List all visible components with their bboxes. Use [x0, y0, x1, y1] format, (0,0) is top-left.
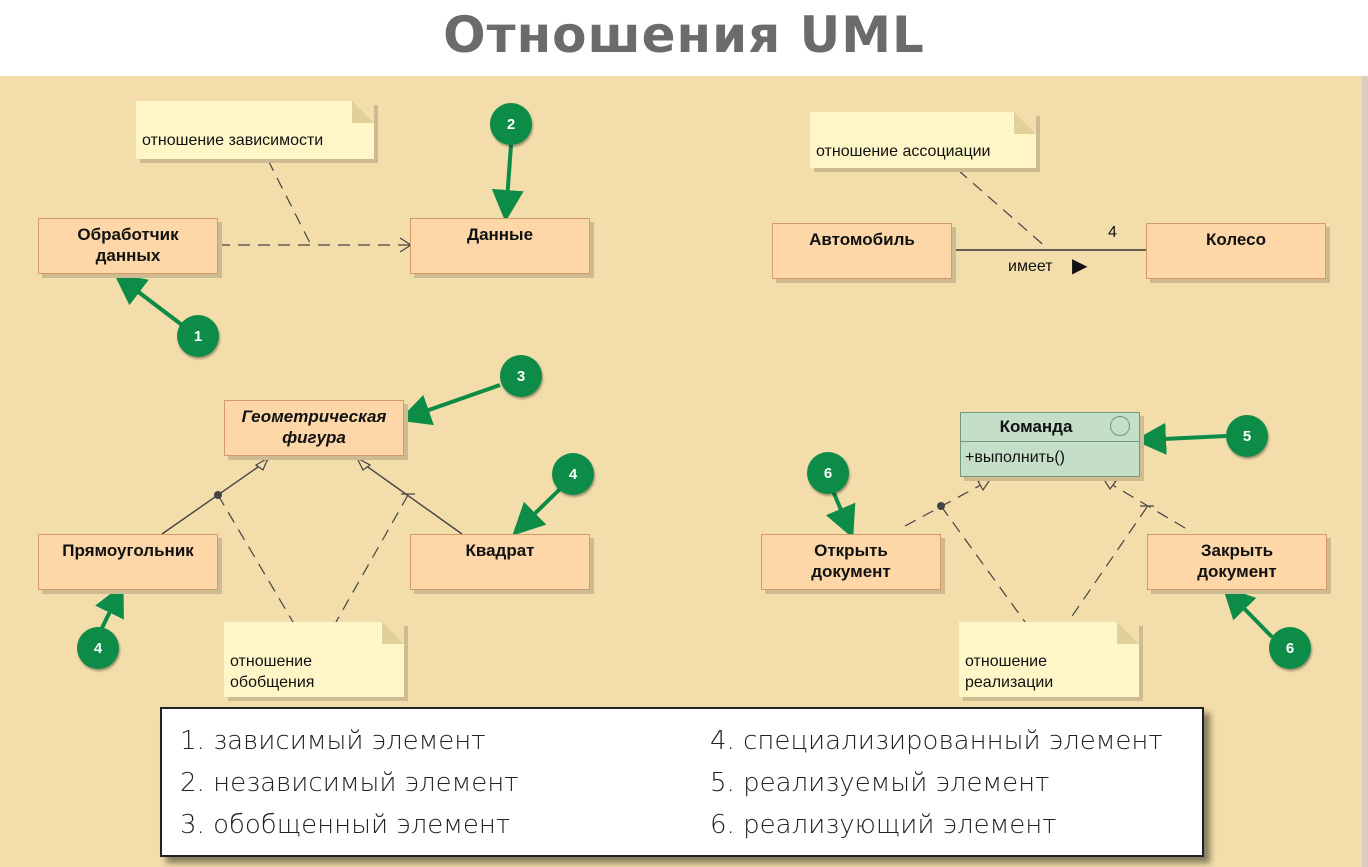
interface-header: Команда	[961, 413, 1139, 442]
badge-3: 3	[500, 355, 542, 397]
realization-line-right	[1103, 479, 1186, 529]
title-bar: Отношения UML	[0, 0, 1368, 76]
legend-item-5: 5. реализуемый элемент	[710, 768, 1050, 798]
legend-item-3: 3. обобщенный элемент	[180, 810, 511, 840]
note-realization: отношение реализации	[959, 622, 1139, 697]
class-data-handler[interactable]: Обработчик данных	[38, 218, 218, 274]
badge-1: 1	[177, 315, 219, 357]
note-anchor-association	[957, 169, 1049, 250]
generalization-head-right	[355, 456, 372, 471]
interface-circle-icon	[1110, 416, 1130, 436]
note-realization-text: отношение реализации	[965, 653, 1054, 691]
note-association-text: отношение ассоциации	[816, 143, 991, 160]
class-open-document[interactable]: Открыть документ	[761, 534, 941, 590]
note-fold	[1014, 112, 1036, 134]
note-fold	[352, 101, 374, 123]
note-dependency: отношение зависимости	[136, 101, 374, 159]
note-anchor-generalization-a	[217, 494, 294, 623]
pointer-arrow-4a	[512, 487, 562, 536]
badge-5: 5	[1226, 415, 1268, 457]
legend-box: 1. зависимый элемент 2. независимый элем…	[160, 707, 1204, 857]
pointer-arrow-6a	[825, 490, 856, 539]
page-title: Отношения UML	[443, 6, 925, 64]
note-generalization: отношение обобщения	[224, 622, 404, 697]
interface-command[interactable]: Команда +выполнить()	[960, 412, 1140, 477]
class-geometric-figure[interactable]: Геометрическая фигура	[224, 400, 404, 456]
association-role: имеет	[1008, 258, 1053, 275]
legend-item-6: 6. реализующий элемент	[710, 810, 1057, 840]
note-dependency-text: отношение зависимости	[142, 132, 324, 149]
generalization-line-right	[357, 459, 463, 535]
note-association: отношение ассоциации	[810, 112, 1036, 168]
class-wheel[interactable]: Колесо	[1146, 223, 1326, 279]
badge-6a: 6	[807, 452, 849, 494]
legend-item-1: 1. зависимый элемент	[180, 726, 486, 756]
note-anchor-realization-b	[1067, 506, 1148, 623]
note-anchor-generalization-b	[335, 494, 409, 623]
class-data[interactable]: Данные	[410, 218, 590, 274]
realization-line-left	[904, 479, 991, 527]
class-car[interactable]: Автомобиль	[772, 223, 952, 279]
note-anchor-realization-a	[940, 505, 1026, 623]
association-direction-icon: ▶	[1072, 255, 1088, 277]
interface-operation: +выполнить()	[965, 449, 1065, 466]
legend-item-4: 4. специализированный элемент	[710, 726, 1163, 756]
association-multiplicity: 4	[1108, 224, 1117, 241]
pointer-arrow-3	[398, 383, 501, 426]
note-generalization-text: отношение обобщения	[230, 653, 315, 691]
canvas-edge	[1362, 76, 1368, 867]
note-fold	[1117, 622, 1139, 644]
pointer-arrow-2	[491, 144, 524, 222]
badge-2: 2	[490, 103, 532, 145]
note-anchor-dependency	[267, 159, 311, 244]
badge-4a: 4	[552, 453, 594, 495]
pointer-arrow-1	[113, 273, 184, 327]
generalization-head-left	[254, 456, 270, 471]
pointer-arrow-5	[1134, 422, 1227, 455]
realization-head-left	[977, 477, 993, 492]
interface-name: Команда	[999, 417, 1073, 436]
class-square[interactable]: Квадрат	[410, 534, 590, 590]
pointer-arrow-6b	[1222, 586, 1274, 639]
class-close-document[interactable]: Закрыть документ	[1147, 534, 1327, 590]
realization-head-right	[1101, 477, 1118, 491]
class-rectangle[interactable]: Прямоугольник	[38, 534, 218, 590]
note-fold	[382, 622, 404, 644]
badge-4b: 4	[77, 627, 119, 669]
legend-item-2: 2. независимый элемент	[180, 768, 519, 798]
badge-6b: 6	[1269, 627, 1311, 669]
pointer-arrow-4b	[95, 583, 124, 631]
